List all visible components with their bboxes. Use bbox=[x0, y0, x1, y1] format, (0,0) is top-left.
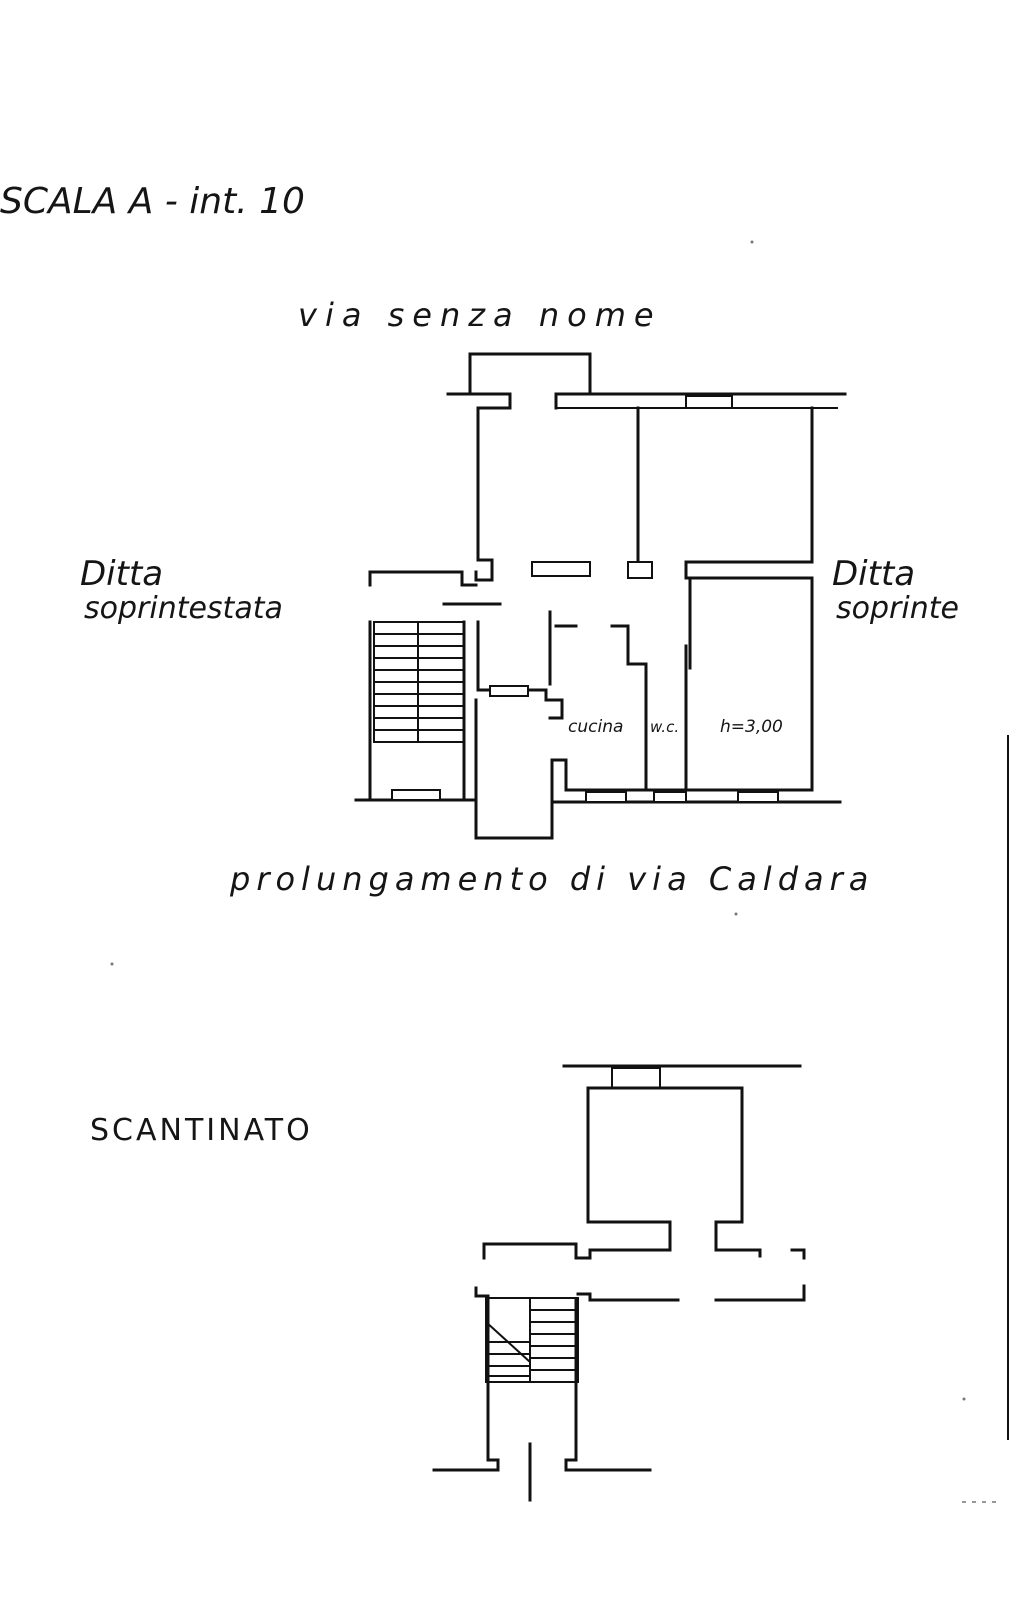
basement-label: SCANTINATO bbox=[90, 1113, 313, 1148]
neighbor-left-line1: Ditta bbox=[80, 554, 163, 594]
stair-treads bbox=[374, 622, 464, 742]
window bbox=[737, 791, 779, 803]
room-label-wc: w.c. bbox=[650, 718, 679, 736]
room-height-label: h=3,00 bbox=[720, 717, 783, 737]
window bbox=[489, 685, 529, 697]
window bbox=[653, 791, 687, 803]
window bbox=[391, 789, 441, 801]
neighbor-right-line1: Ditta bbox=[832, 554, 915, 594]
basement-plan bbox=[432, 1064, 806, 1502]
window bbox=[685, 395, 733, 409]
apartment-plan: cucina w.c. h=3,00 bbox=[354, 352, 847, 840]
basement-stair-treads bbox=[485, 1309, 578, 1377]
window bbox=[611, 1067, 661, 1089]
street-bottom-label: prolungamento di via Caldara bbox=[229, 860, 874, 898]
window bbox=[585, 791, 627, 803]
room-label-kitchen: cucina bbox=[568, 717, 623, 737]
neighbor-left-line2: soprintestata bbox=[84, 591, 283, 626]
neighbor-right-line2: soprinte bbox=[836, 591, 959, 626]
street-top-label: via senza nome bbox=[298, 296, 662, 334]
sheet-title: SCALA A - int. 10 bbox=[0, 181, 305, 222]
